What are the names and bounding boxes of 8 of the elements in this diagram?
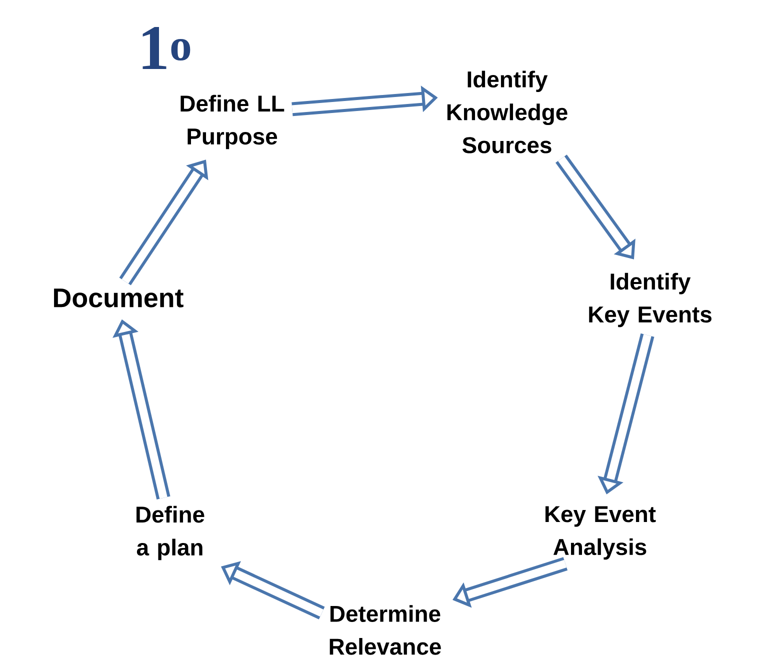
step-text: Document — [54, 288, 184, 308]
step-text: Define a plan — [136, 506, 204, 560]
step-text: Determine Relevance — [330, 605, 441, 655]
step-text: Identify Knowledge Sources — [447, 70, 568, 154]
ordinal-number: 1$^{o}$ — [142, 26, 190, 70]
step-text: Identify Key Events — [589, 272, 712, 328]
step-text: Define LL Purpose — [180, 94, 284, 150]
step-text: Key Event Analysis — [546, 506, 656, 560]
